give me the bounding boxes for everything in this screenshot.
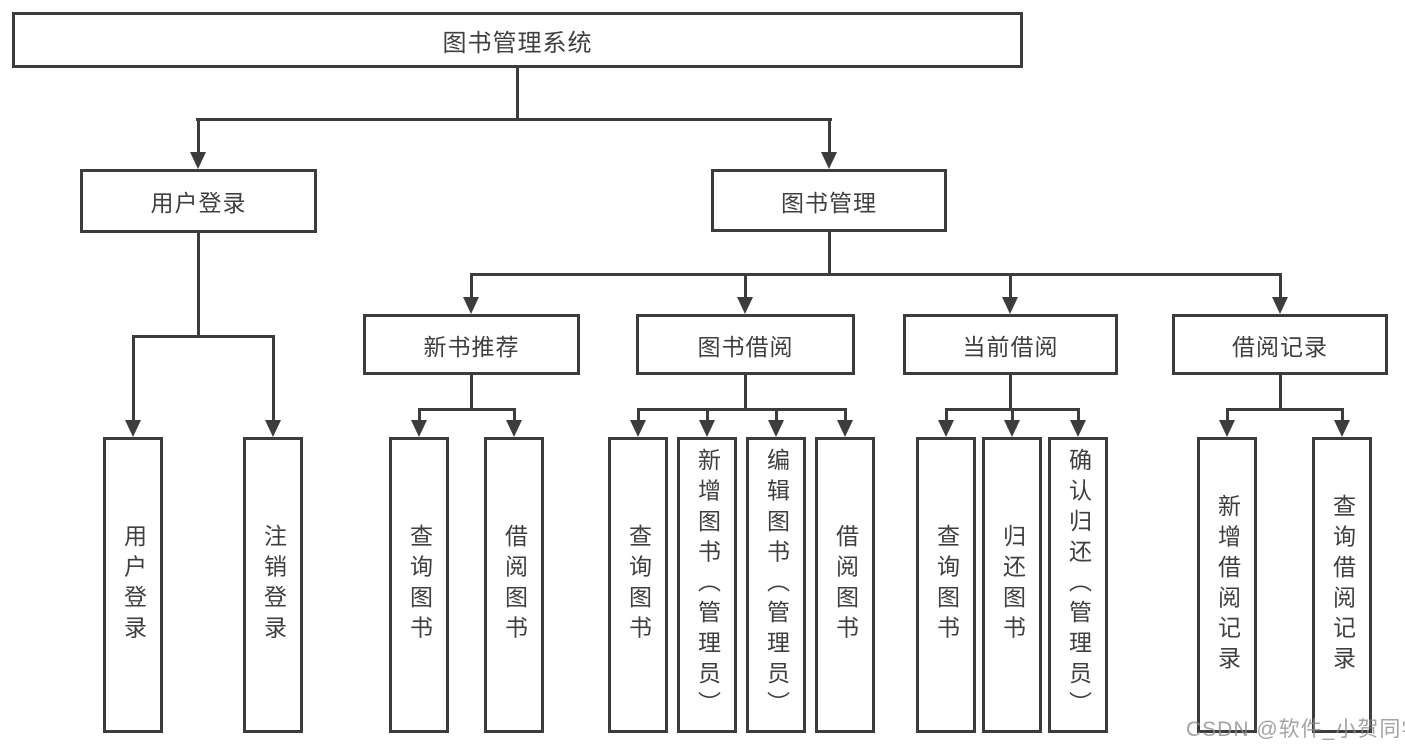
connector-line <box>743 375 747 408</box>
arrow-down-icon <box>1278 273 1282 298</box>
connector-line <box>469 273 1282 276</box>
connector-line <box>1008 375 1012 408</box>
leaf-query-borrow-record: 查询借阅记录 <box>1312 437 1372 733</box>
arrow-down-icon <box>1010 408 1014 421</box>
arrow-down-icon <box>1076 408 1080 421</box>
arrow-down-icon <box>196 118 200 153</box>
connector-line <box>196 118 832 121</box>
arrow-down-icon <box>1340 408 1344 421</box>
leaf-query-books: 查询图书 <box>608 437 668 733</box>
connector-line <box>1278 375 1282 408</box>
leaf-borrow-books: 借阅图书 <box>484 437 544 733</box>
connector-line <box>196 233 200 335</box>
arrow-down-icon <box>774 408 778 421</box>
leaf-add-book-admin: 新增图书（管理员） <box>677 437 737 733</box>
node-label: 新书推荐 <box>423 333 520 360</box>
leaf-label: 查询图书 <box>625 524 652 646</box>
leaf-label: 确认归还（管理员） <box>1065 448 1092 722</box>
leaf-edit-book-admin: 编辑图书（管理员） <box>746 437 806 733</box>
leaf-add-borrow-record: 新增借阅记录 <box>1197 437 1257 733</box>
leaf-logout: 注销登录 <box>243 437 303 733</box>
arrow-down-icon <box>705 408 709 421</box>
arrow-down-icon <box>1008 273 1012 298</box>
arrow-down-icon <box>417 408 421 421</box>
node-book-management: 图书管理 <box>711 169 947 232</box>
node-label: 图书管理系统 <box>442 29 593 57</box>
leaf-label: 借阅图书 <box>501 524 528 646</box>
node-borrowing-records: 借阅记录 <box>1172 314 1388 375</box>
node-label: 图书借阅 <box>697 333 794 360</box>
connector-line <box>417 408 516 411</box>
connector-line <box>131 335 275 338</box>
leaf-query-books: 查询图书 <box>916 437 976 733</box>
node-label: 借阅记录 <box>1232 333 1328 360</box>
leaf-label: 注销登录 <box>260 524 287 646</box>
node-label: 当前借阅 <box>962 333 1059 360</box>
arrow-down-icon <box>271 335 275 421</box>
csdn-watermark: CSDN @软件_小贺同学 <box>1186 718 1405 741</box>
leaf-label: 查询图书 <box>406 524 433 646</box>
arrow-down-icon <box>1225 408 1229 421</box>
leaf-return-books: 归还图书 <box>982 437 1042 733</box>
leaf-label: 新增图书（管理员） <box>694 448 721 722</box>
node-current-borrowing: 当前借阅 <box>903 314 1118 375</box>
node-label: 图书管理 <box>781 189 877 216</box>
leaf-confirm-return-admin: 确认归还（管理员） <box>1048 437 1108 733</box>
leaf-label: 用户登录 <box>120 524 147 646</box>
node-book-borrowing: 图书借阅 <box>636 314 855 375</box>
arrow-down-icon <box>827 118 831 153</box>
node-new-book-recommend: 新书推荐 <box>363 314 580 375</box>
connector-line <box>1225 408 1344 411</box>
leaf-label: 查询借阅记录 <box>1329 493 1356 677</box>
arrow-down-icon <box>743 273 747 298</box>
node-library-management-system: 图书管理系统 <box>12 12 1023 68</box>
leaf-label: 编辑图书（管理员） <box>763 448 790 722</box>
node-label: 用户登录 <box>150 190 247 216</box>
arrow-down-icon <box>469 273 473 298</box>
connector-line <box>636 408 847 411</box>
arrow-down-icon <box>636 408 640 421</box>
leaf-label: 新增借阅记录 <box>1214 493 1241 677</box>
leaf-label: 借阅图书 <box>832 524 859 646</box>
leaf-borrow-books: 借阅图书 <box>815 437 875 733</box>
node-user-login: 用户登录 <box>80 169 317 233</box>
leaf-user-login: 用户登录 <box>103 437 163 733</box>
leaf-label: 归还图书 <box>999 524 1026 646</box>
arrow-down-icon <box>512 408 516 421</box>
arrow-down-icon <box>944 408 948 421</box>
leaf-query-books: 查询图书 <box>389 437 449 733</box>
arrow-down-icon <box>131 335 135 421</box>
arrow-down-icon <box>843 408 847 421</box>
connector-line <box>827 232 831 273</box>
leaf-label: 查询图书 <box>933 524 960 646</box>
connector-line <box>469 375 473 408</box>
connector-line <box>516 68 519 118</box>
